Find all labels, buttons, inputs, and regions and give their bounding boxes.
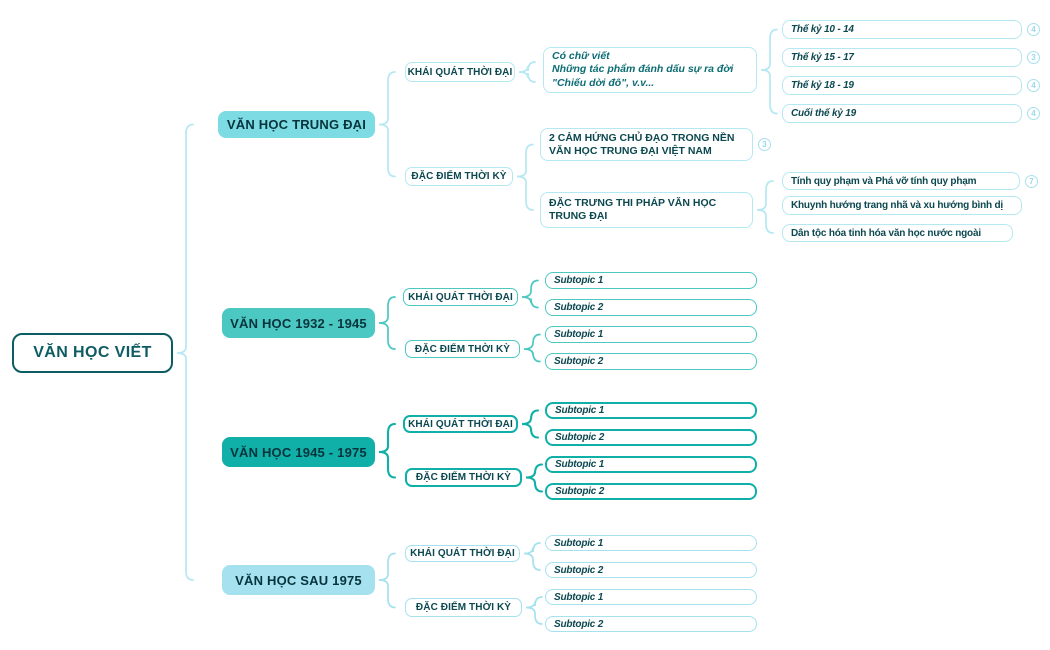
topic-label: Subtopic 2 [555, 486, 605, 497]
child-count-badge[interactable]: 4 [1027, 107, 1040, 120]
mindmap-topic-b4[interactable]: VĂN HỌC SAU 1975 [222, 565, 375, 595]
brace-connector [378, 71, 396, 178]
brace-connector [525, 463, 544, 493]
brace-connector [521, 409, 540, 439]
mindmap-topic-l4[interactable]: Cuối thế kỷ 19 [782, 104, 1022, 123]
mindmap-topic-l6[interactable]: Khuynh hướng trang nhã và xu hướng bình … [782, 196, 1022, 215]
note-line: Có chữ viết [552, 50, 610, 63]
mindmap-topic-b3-s1[interactable]: Subtopic 1 [545, 402, 757, 419]
mindmap-topic-b3[interactable]: VĂN HỌC 1945 - 1975 [222, 437, 375, 467]
brace-connector [378, 296, 396, 350]
mindmap-topic-b1-dac[interactable]: ĐẶC ĐIỂM THỜI KỲ [405, 167, 513, 186]
topic-label: Subtopic 1 [554, 329, 604, 340]
topic-label: VĂN HỌC TRUNG ĐẠI [226, 117, 367, 132]
topic-label: KHÁI QUÁT THỜI ĐẠI [408, 291, 513, 303]
child-count-badge[interactable]: 4 [1027, 79, 1040, 92]
mindmap-topic-b3-s4[interactable]: Subtopic 2 [545, 483, 757, 500]
topic-label: ĐẶC ĐIỂM THỜI KỲ [415, 602, 512, 613]
topic-label: Cuối thế kỷ 19 [791, 108, 856, 119]
mindmap-topic-b3-khai[interactable]: KHÁI QUÁT THỜI ĐẠI [403, 415, 518, 433]
mindmap-topic-b4-s1[interactable]: Subtopic 1 [545, 535, 757, 551]
mindmap-topic-root[interactable]: VĂN HỌC VIẾT [12, 333, 173, 373]
mindmap-topic-b2-khai[interactable]: KHÁI QUÁT THỜI ĐẠI [403, 288, 518, 306]
mindmap-topic-b1-2cam[interactable]: 2 CẢM HỨNG CHỦ ĐẠO TRONG NỀN VĂN HỌC TRU… [540, 128, 753, 161]
mindmap-topic-b3-s2[interactable]: Subtopic 2 [545, 429, 757, 446]
note-line: Những tác phẩm đánh dấu sự ra đời [552, 63, 734, 76]
mindmap-topic-l7[interactable]: Dân tộc hóa tinh hóa văn học nước ngoài [782, 224, 1013, 242]
topic-label: Subtopic 1 [554, 591, 604, 603]
brace-connector [756, 180, 774, 234]
topic-label: VĂN HỌC SAU 1975 [235, 572, 362, 588]
brace-connector [176, 123, 194, 581]
mindmap-topic-b4-s2[interactable]: Subtopic 2 [545, 562, 757, 578]
mindmap-topic-b4-dac[interactable]: ĐẶC ĐIỂM THỜI KỲ [405, 598, 522, 617]
mindmap-topic-b2-dac[interactable]: ĐẶC ĐIỂM THỜI KỲ [405, 340, 520, 358]
brace-connector [525, 596, 543, 625]
topic-label: Dân tộc hóa tinh hóa văn học nước ngoài [791, 227, 981, 239]
mindmap-topic-b4-s3[interactable]: Subtopic 1 [545, 589, 757, 605]
topic-label: Subtopic 1 [555, 405, 605, 416]
topic-label: ĐẶC ĐIỂM THỜI KỲ [414, 343, 511, 355]
child-count-badge[interactable]: 3 [758, 138, 771, 151]
topic-label: Subtopic 2 [555, 432, 605, 443]
mindmap-topic-l3[interactable]: Thế kỷ 18 - 19 [782, 76, 1022, 95]
mindmap-topic-b1-dactrung[interactable]: ĐẶC TRƯNG THI PHÁP VĂN HỌC TRUNG ĐẠI [540, 192, 753, 228]
brace-connector [760, 28, 778, 115]
mindmap-topic-l5[interactable]: Tính quy phạm và Phá vỡ tính quy phạm [782, 172, 1020, 190]
note-line: "Chiếu dời đô", v.v... [552, 76, 655, 89]
mindmap-topic-b2-s4[interactable]: Subtopic 2 [545, 353, 757, 370]
topic-label: ĐẶC TRƯNG THI PHÁP VĂN HỌC TRUNG ĐẠI [549, 197, 717, 222]
mindmap-topic-b2-s3[interactable]: Subtopic 1 [545, 326, 757, 343]
mindmap-topic-b3-s3[interactable]: Subtopic 1 [545, 456, 757, 473]
mindmap-topic-b2[interactable]: VĂN HỌC 1932 - 1945 [222, 308, 375, 338]
brace-connector [518, 61, 536, 83]
topic-label: KHÁI QUÁT THỜI ĐẠI [410, 548, 515, 559]
child-count-badge[interactable]: 4 [1027, 23, 1040, 36]
topic-label: Subtopic 1 [554, 275, 604, 286]
mindmap-topic-b4-khai[interactable]: KHÁI QUÁT THỜI ĐẠI [405, 545, 520, 562]
topic-label: Subtopic 2 [554, 618, 604, 630]
topic-label: Subtopic 2 [554, 356, 604, 367]
topic-label: Tính quy phạm và Phá vỡ tính quy phạm [791, 175, 977, 187]
topic-label: ĐẶC ĐIỂM THỜI KỲ [415, 472, 512, 483]
topic-label: 2 CẢM HỨNG CHỦ ĐẠO TRONG NỀN VĂN HỌC TRU… [549, 131, 735, 157]
topic-label: Thế kỷ 18 - 19 [791, 80, 854, 91]
brace-connector [523, 542, 541, 571]
topic-label: Thế kỷ 15 - 17 [791, 52, 854, 63]
topic-label: VĂN HỌC 1945 - 1975 [230, 444, 367, 460]
mindmap-topic-b3-dac[interactable]: ĐẶC ĐIỂM THỜI KỲ [405, 468, 522, 487]
topic-label: Subtopic 1 [555, 459, 605, 470]
topic-label: KHÁI QUÁT THỜI ĐẠI [407, 66, 513, 78]
mindmap-topic-b2-s2[interactable]: Subtopic 2 [545, 299, 757, 316]
mindmap-topic-b1[interactable]: VĂN HỌC TRUNG ĐẠI [218, 111, 375, 138]
topic-label: Subtopic 2 [554, 564, 604, 576]
child-count-badge[interactable]: 7 [1025, 174, 1038, 188]
topic-label: Khuynh hướng trang nhã và xu hướng bình … [791, 200, 1003, 211]
topic-label: ĐẶC ĐIỂM THỜI KỲ [411, 171, 507, 182]
mindmap-topic-b2-s1[interactable]: Subtopic 1 [545, 272, 757, 289]
brace-connector [523, 333, 541, 363]
brace-connector [378, 422, 397, 479]
topic-label: KHÁI QUÁT THỜI ĐẠI [408, 418, 513, 430]
child-count-badge[interactable]: 3 [1027, 51, 1040, 64]
topic-label: Thế kỷ 10 - 14 [791, 24, 854, 35]
brace-connector [521, 279, 539, 309]
mindmap-topic-l2[interactable]: Thế kỷ 15 - 17 [782, 48, 1022, 67]
mindmap-topic-b1-khai[interactable]: KHÁI QUÁT THỜI ĐẠI [405, 62, 515, 82]
topic-label: Subtopic 1 [554, 537, 604, 549]
topic-label: VĂN HỌC 1932 - 1945 [230, 315, 367, 331]
topic-label: VĂN HỌC VIẾT [33, 344, 152, 361]
mindmap-topic-b4-s4[interactable]: Subtopic 2 [545, 616, 757, 632]
topic-label: Subtopic 2 [554, 302, 604, 313]
brace-connector [516, 143, 534, 211]
brace-connector [378, 552, 396, 609]
mindmap-topic-l1[interactable]: Thế kỷ 10 - 14 [782, 20, 1022, 39]
